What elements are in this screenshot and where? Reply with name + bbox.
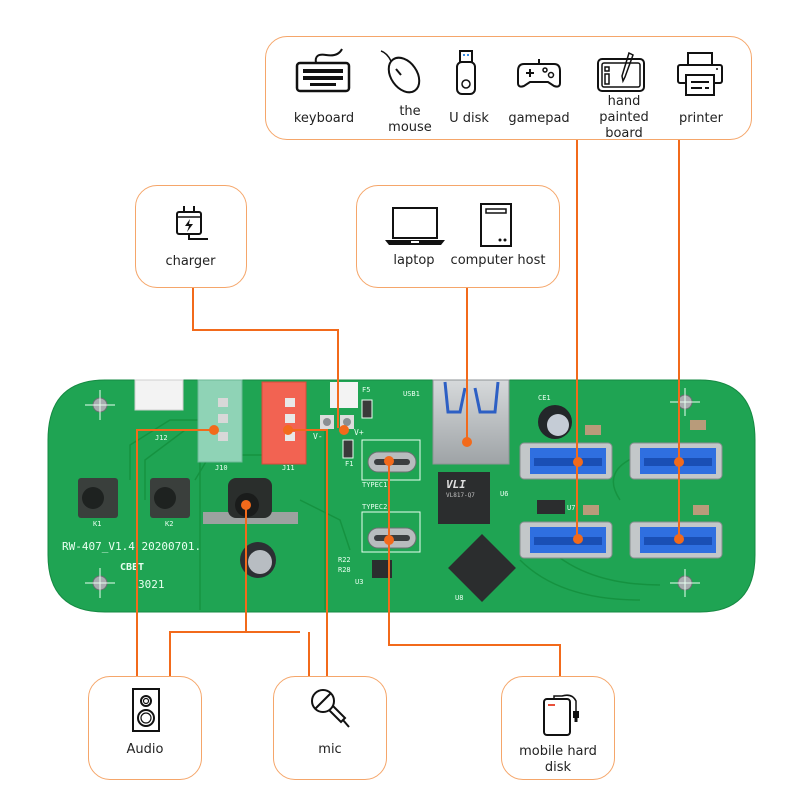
pcb-label-r28: R28 <box>338 566 351 574</box>
pcb-label-u8: U8 <box>455 594 464 602</box>
mounting-holes <box>85 388 700 598</box>
dot-usb-port-3 <box>573 534 583 544</box>
external-hdd-icon <box>543 694 579 736</box>
gamepad-icon <box>517 59 561 88</box>
pcb-label-f1: F1 <box>345 460 354 468</box>
pcb-chip-vli: VLI <box>446 478 466 491</box>
peripheral-devices-box: keyboard the mouse U disk gamepad hand p… <box>265 36 752 141</box>
pcb-label-u6: U6 <box>500 490 509 498</box>
dot-vplus <box>339 425 349 435</box>
button-k2 <box>150 478 190 518</box>
device-label-printer: printer <box>679 111 723 126</box>
pcb-label-usb1: USB1 <box>403 390 420 398</box>
device-label-u-disk: U disk <box>449 111 489 126</box>
dot-typec2 <box>384 535 394 545</box>
button-k1 <box>78 478 118 518</box>
mobile-hard-disk-box: mobile hard disk <box>501 676 615 780</box>
pcb-label-v-minus: V- <box>313 432 323 441</box>
usb-drive-icon <box>456 50 476 95</box>
j12-connector <box>134 379 184 411</box>
vli-hub-chip <box>438 472 490 524</box>
host-label-laptop: laptop <box>393 253 435 268</box>
charger-box: charger <box>135 185 247 288</box>
dot-dc <box>241 500 251 510</box>
pcb-label-j12: J12 <box>155 434 168 442</box>
line-charger <box>192 288 339 428</box>
drawing-tablet-icon <box>597 51 645 92</box>
desktop-tower-icon <box>480 203 512 247</box>
printer-icon <box>677 52 723 96</box>
usb-port-3 <box>519 521 613 559</box>
dot-usb-port-4 <box>674 534 684 544</box>
dot-j11 <box>283 425 293 435</box>
device-label-hand-painted-board: hand painted board <box>599 94 649 141</box>
mobile-hard-disk-label: mobile hard disk <box>519 744 597 775</box>
host-label-computer-host: computer host <box>450 253 546 268</box>
line-hard-disk <box>388 537 561 676</box>
dot-usb-port-1 <box>573 457 583 467</box>
charger-plug-icon <box>176 206 208 240</box>
pcb-model-text: RW-407_V1.4 20200701. <box>62 540 202 553</box>
dot-usb-port-2 <box>674 457 684 467</box>
j11-mic-jack <box>261 381 307 465</box>
pcb-label-r22: R22 <box>338 556 351 564</box>
line-mic-j11 <box>288 429 328 676</box>
mic-box: mic <box>273 676 387 780</box>
mouse-icon <box>380 50 421 94</box>
device-label-mouse: the mouse <box>388 104 432 135</box>
keyboard-icon <box>295 48 351 93</box>
usb-port-1 <box>519 442 613 480</box>
pcb-code-text: 3021 <box>138 578 165 591</box>
dot-j10 <box>209 425 219 435</box>
vli-controller-chip <box>448 534 516 602</box>
pcb-label-ce1: CE1 <box>538 394 551 402</box>
host-box: laptop computer host <box>356 185 560 288</box>
usb1-upstream-port <box>432 379 510 465</box>
pcb-label-u3: U3 <box>355 578 364 586</box>
speaker-icon <box>132 688 160 732</box>
device-label-keyboard: keyboard <box>293 111 355 126</box>
pcb-label-f5: F5 <box>362 386 371 394</box>
mic-label: mic <box>318 742 342 757</box>
line-audio-bar <box>169 631 300 676</box>
pcb-brand-text: CBET <box>120 562 145 573</box>
pcb-label-typec2: TYPEC2 <box>362 503 388 511</box>
charger-label: charger <box>165 254 216 269</box>
device-label-gamepad: gamepad <box>508 111 570 126</box>
audio-label: Audio <box>126 742 164 757</box>
pcb-label-typec1: TYPEC1 <box>362 481 388 489</box>
line-audio-j10 <box>136 429 214 676</box>
dot-typec1 <box>384 456 394 466</box>
pcb-label-v-plus: V+ <box>354 428 364 437</box>
pcb-chip-part: VL817-Q7 <box>446 492 475 499</box>
u3-chip <box>372 560 392 578</box>
microphone-icon <box>311 689 350 728</box>
pcb-label-k2: K2 <box>165 520 174 528</box>
pcb-label-j10: J10 <box>215 464 228 472</box>
pcb-label-k1: K1 <box>93 520 102 528</box>
audio-box: Audio <box>88 676 202 780</box>
pcb-label-u7: U7 <box>567 504 576 512</box>
dot-usb1 <box>462 437 472 447</box>
laptop-icon <box>385 207 445 245</box>
pcb-label-j11: J11 <box>282 464 295 472</box>
